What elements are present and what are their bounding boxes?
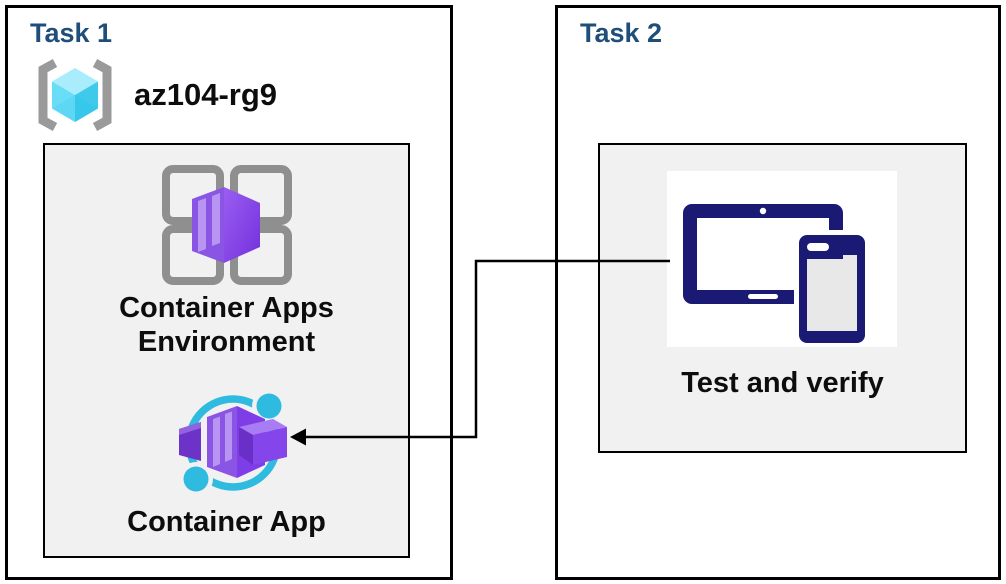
devices-icon bbox=[683, 204, 870, 347]
task1-panel: Task 1 az104-rg9 bbox=[5, 5, 453, 580]
task2-inner-box: Test and verify bbox=[598, 143, 967, 453]
resource-group-icon bbox=[38, 59, 112, 131]
container-apps-environment-icon bbox=[162, 165, 292, 285]
task2-title: Task 2 bbox=[580, 18, 663, 48]
task1-inner-box: Container Apps Environment Container App bbox=[43, 143, 410, 558]
container-app-icon bbox=[179, 389, 287, 496]
task2-panel: Task 2 Test and verify bbox=[555, 5, 1001, 580]
task1-title: Task 1 bbox=[30, 18, 113, 48]
resource-group-name: az104-rg9 bbox=[134, 77, 278, 112]
devices-icon-panel bbox=[667, 171, 897, 347]
container-apps-environment-label: Container Apps Environment bbox=[119, 292, 334, 358]
container-app-label: Container App bbox=[127, 506, 326, 538]
test-and-verify-label: Test and verify bbox=[681, 367, 884, 399]
resource-group-row: az104-rg9 bbox=[34, 58, 277, 132]
